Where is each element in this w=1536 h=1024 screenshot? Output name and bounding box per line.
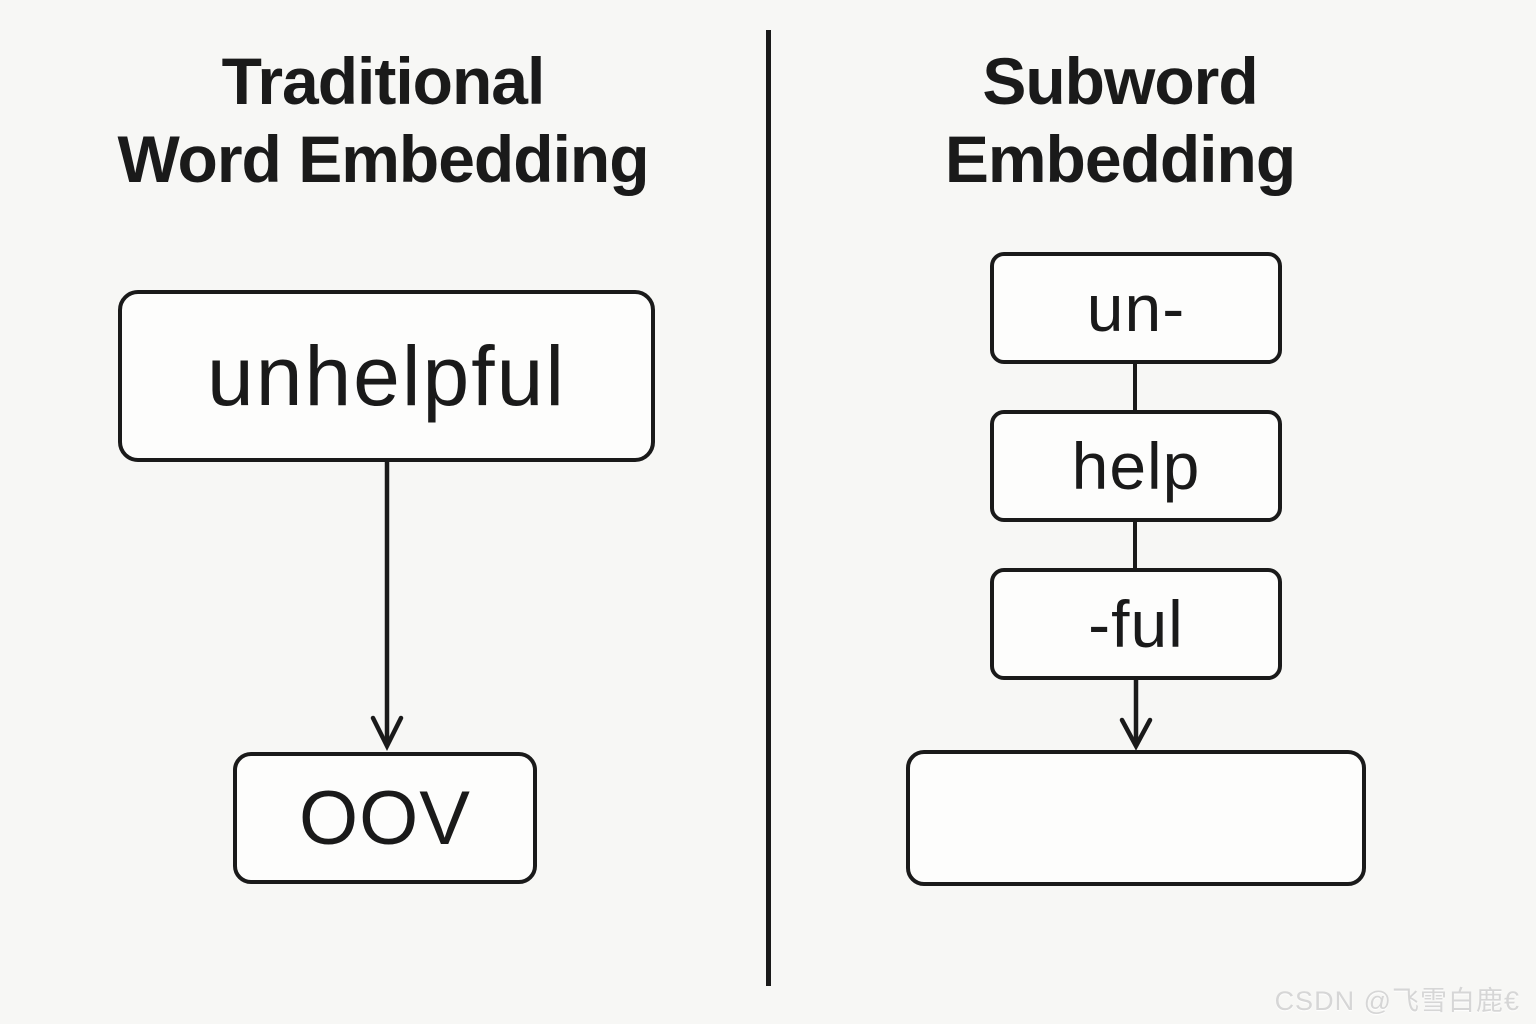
right-title-line2: Embedding [944,122,1296,196]
subword-box-help: help [990,410,1282,522]
down-arrow-icon [1119,680,1153,751]
down-arrow-icon [370,460,404,752]
result-box-oov: OOV [233,752,537,884]
watermark: CSDN @飞雪白鹿€ [1274,986,1520,1016]
left-title-line2: Word Embedding [117,122,649,196]
connector-line [1133,364,1137,410]
result-box-empty [906,750,1366,886]
right-panel-title: Subword Embedding [770,42,1470,198]
subword-box-help-label: help [1071,429,1201,503]
oov-label: OOV [299,775,471,861]
vertical-divider-line [766,30,771,986]
word-box-unhelpful: unhelpful [118,290,655,462]
left-title-line1: Traditional [221,44,546,118]
subword-box-un: un- [990,252,1282,364]
subword-box-ful: -ful [990,568,1282,680]
word-box-label: unhelpful [207,328,566,423]
subword-box-ful-label: -ful [1088,587,1184,661]
left-panel-title: Traditional Word Embedding [0,42,766,198]
connector-line [1133,522,1137,568]
subword-box-un-label: un- [1086,271,1186,345]
right-title-line1: Subword [982,44,1258,118]
